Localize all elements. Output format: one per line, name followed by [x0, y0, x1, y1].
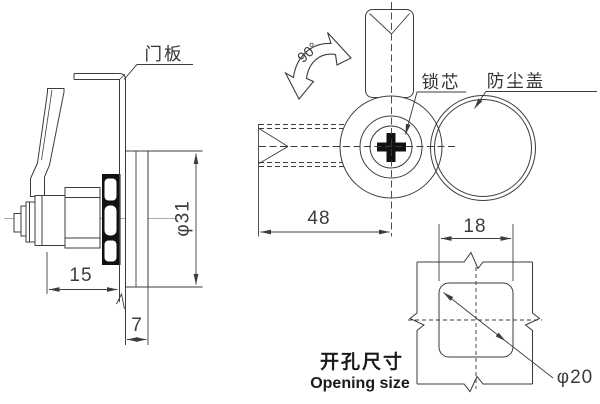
panel-break-mark	[116, 292, 125, 310]
lock-head	[125, 150, 149, 288]
opening-view	[408, 224, 554, 393]
knurled-ring	[102, 174, 121, 265]
cam-hidden-lines	[258, 124, 345, 237]
dim-phi20-value: φ20	[556, 367, 594, 388]
opening-size-title-en: Opening size	[310, 375, 410, 392]
lock-core-circle	[369, 125, 413, 169]
dim-15-value: 15	[69, 265, 93, 286]
dim-phi31-value: φ31	[172, 200, 194, 237]
dust-cover-circle	[430, 95, 536, 201]
nut-stack	[13, 195, 43, 246]
cam-lever-side	[30, 88, 65, 197]
lock-core-label: 锁芯	[421, 72, 461, 92]
lock-body-nut	[64, 187, 101, 249]
lock-shaft	[41, 195, 66, 246]
dust-cover-label: 防尘盖	[486, 71, 546, 91]
door-panel-label: 门板	[144, 44, 184, 64]
dim-phi20	[443, 292, 554, 379]
side-view	[4, 64, 203, 345]
bezel-circle	[359, 115, 423, 179]
dim-48-value: 48	[307, 208, 331, 229]
opening-size-title-zh: 开孔尺寸	[319, 352, 404, 373]
dim-18	[438, 224, 514, 281]
dim-7	[126, 287, 149, 345]
dim-phi31	[148, 150, 203, 288]
front-view	[258, 2, 597, 237]
lock-core-leader	[405, 91, 466, 135]
key-slot-cross	[377, 133, 406, 162]
key	[365, 9, 414, 98]
dim-15	[46, 252, 118, 294]
dim-7-value: 7	[131, 315, 143, 336]
dust-cover-leader	[474, 91, 597, 109]
dim-18-value: 18	[463, 216, 487, 237]
door-panel	[73, 73, 126, 345]
rotation-arrow	[284, 32, 352, 100]
opening-plate	[409, 251, 541, 393]
door-panel-leader	[123, 64, 193, 80]
